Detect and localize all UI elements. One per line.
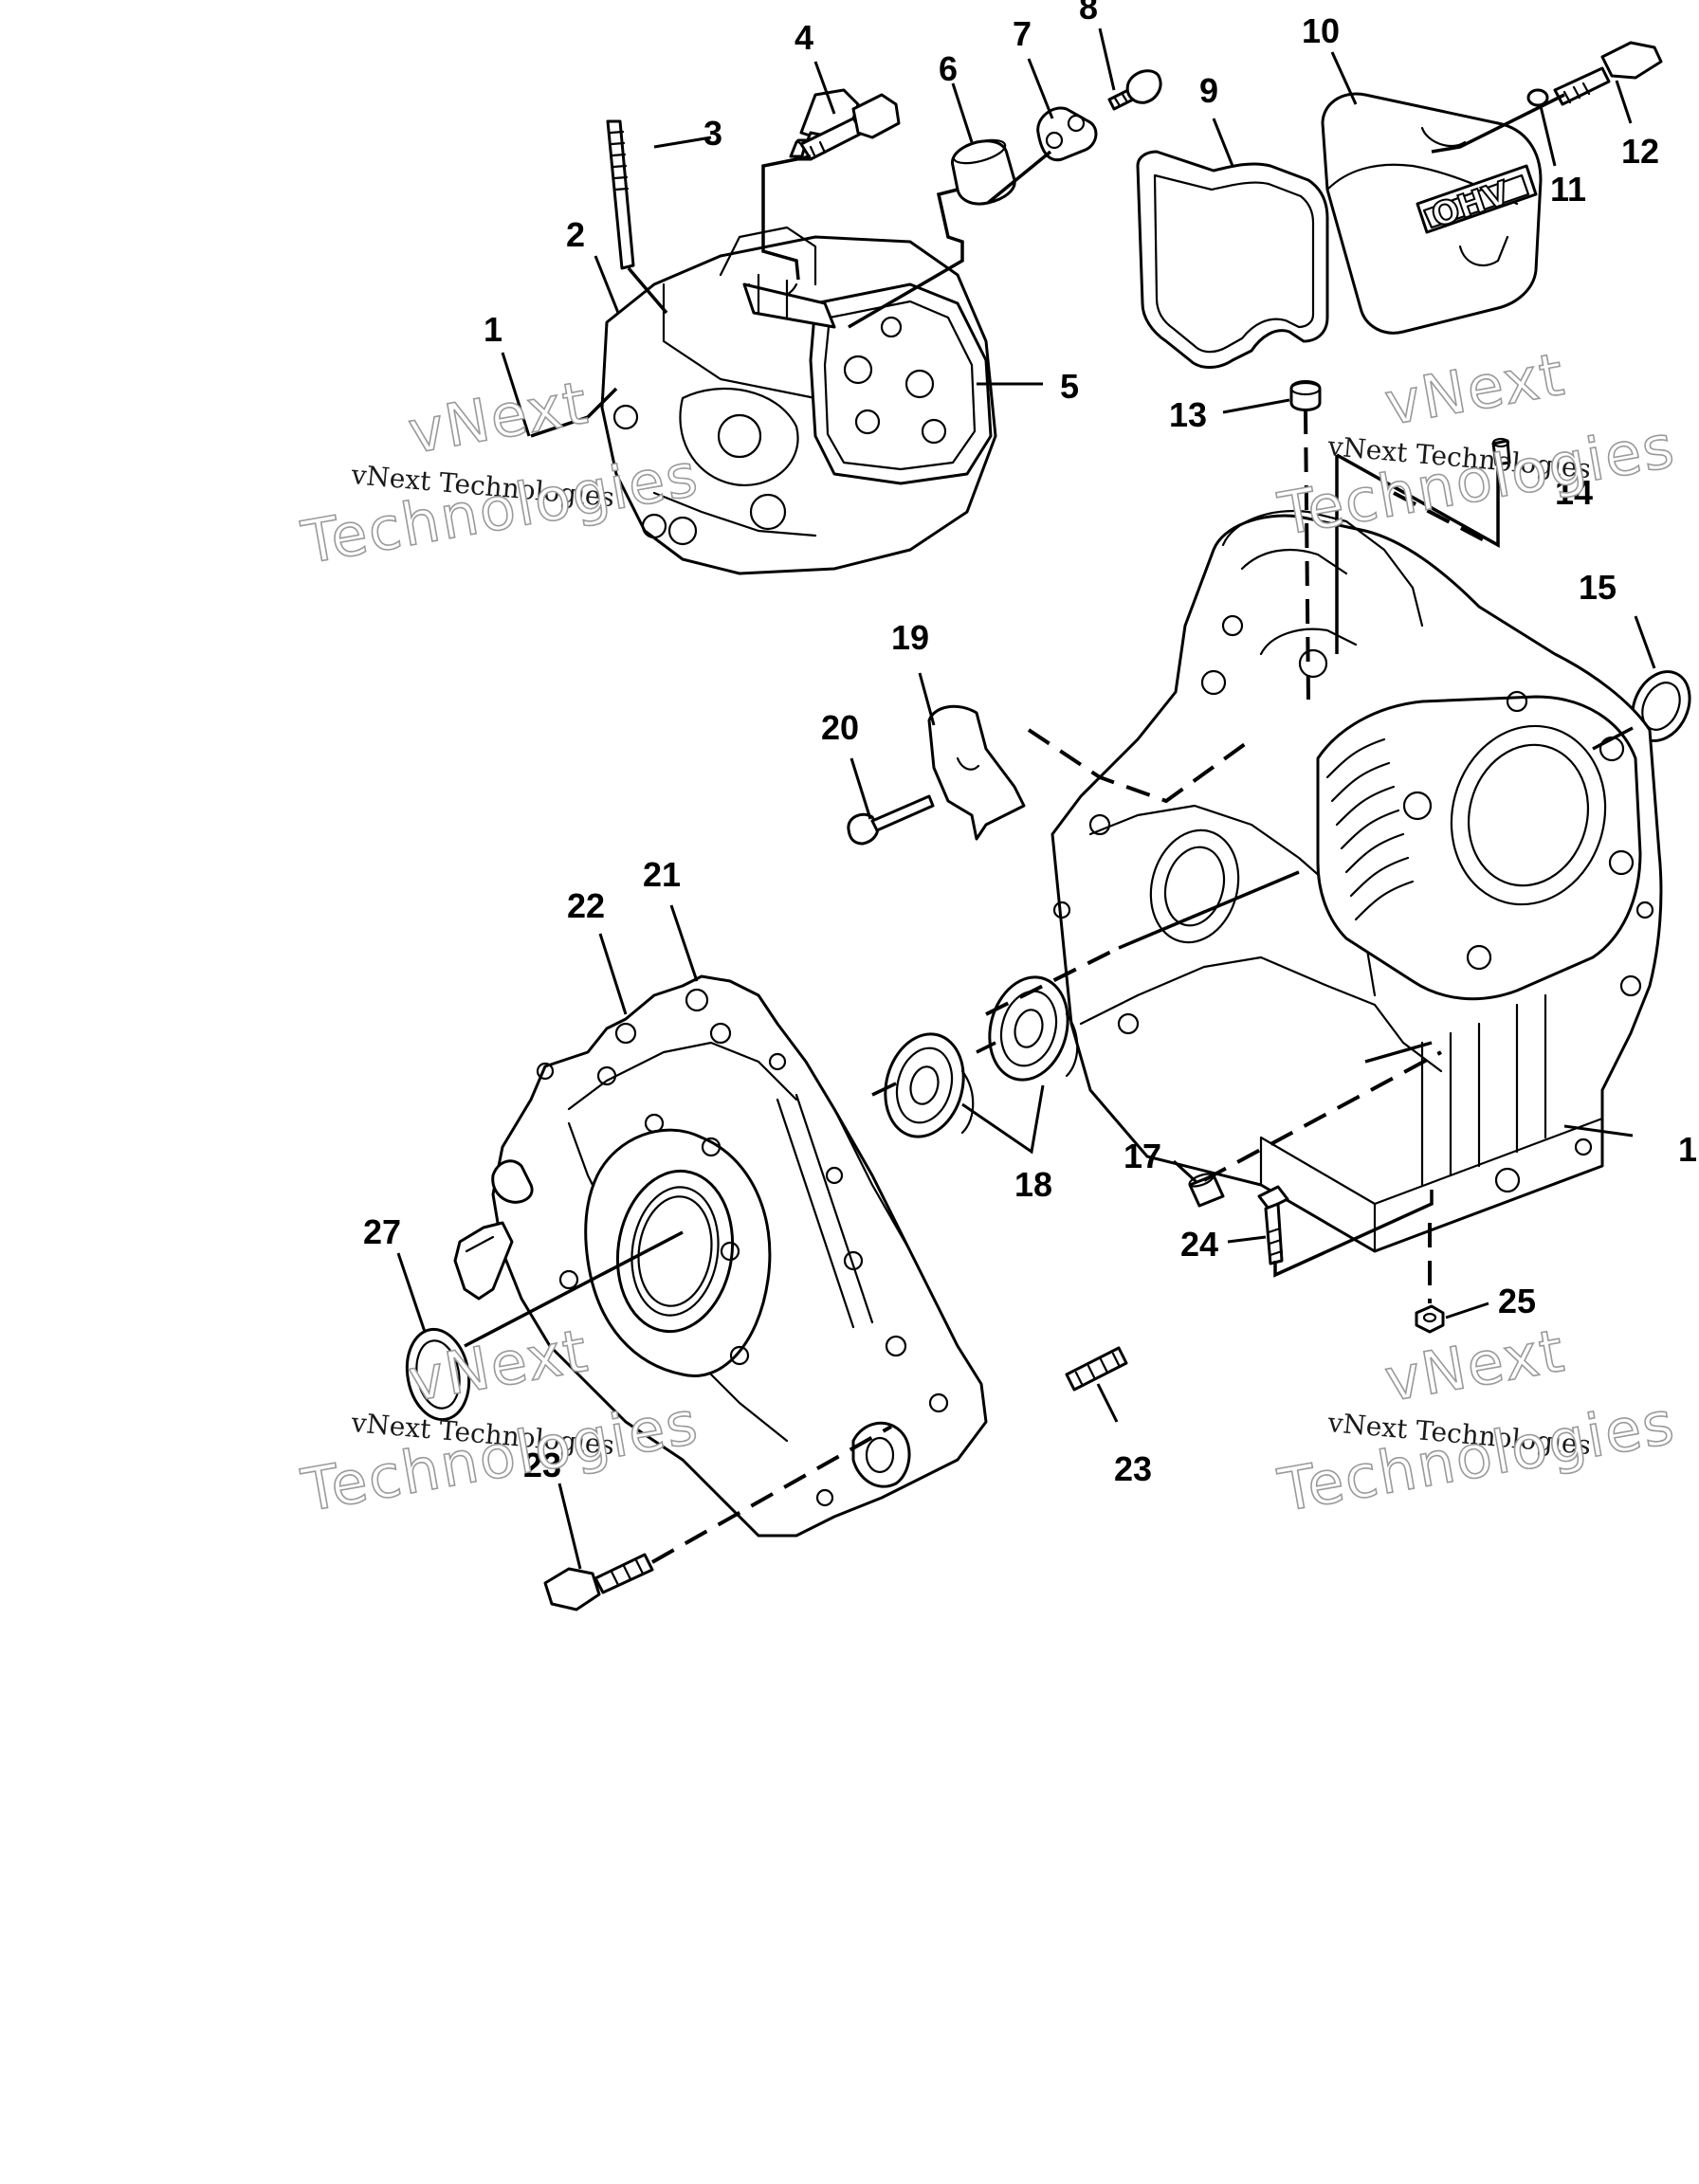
label-24: 24 [1180,1225,1218,1264]
watermark-big-line1: vNext [1379,339,1570,439]
label-23-bolt: 23 [523,1446,561,1484]
label-13: 13 [1169,395,1207,434]
crankcase-cover[interactable] [453,974,988,1538]
label-9: 9 [1199,71,1218,110]
leader-lines [396,27,1656,1570]
screw-20[interactable] [847,794,935,846]
watermark: vNext Technologies vNext Technologies [1272,1315,1681,1526]
base-bolt-24[interactable] [1257,1185,1289,1265]
label-3: 3 [703,114,722,153]
dowel-pin-13[interactable] [1289,380,1322,411]
bearing-inner[interactable] [978,969,1079,1089]
label-5: 5 [1060,367,1079,406]
screw-8[interactable] [1107,69,1162,111]
bearing-outer[interactable] [874,1026,975,1146]
rocker-arm[interactable] [742,273,836,329]
watermark-big-line1: vNext [1379,1316,1570,1415]
stud[interactable] [606,119,635,270]
label-15: 15 [1579,568,1617,607]
rocker-plate[interactable] [809,282,993,485]
part-labels: 1 2 3 4 5 6 7 8 9 10 11 12 13 14 15 1 17… [363,0,1697,1488]
label-8: 8 [1079,0,1098,27]
bolt-4[interactable] [799,93,901,161]
breather-bracket[interactable] [1036,106,1098,162]
label-23-stud: 23 [1114,1449,1152,1488]
label-11: 11 [1550,170,1586,209]
label-10: 10 [1302,11,1340,50]
baffle-plate[interactable] [927,704,1026,841]
label-22: 22 [567,886,605,925]
label-7: 7 [1013,14,1032,53]
label-1: 1 [484,310,502,349]
base-nut-25[interactable] [1415,1304,1445,1334]
assembly-lines [464,93,1634,1564]
valve-cover-gasket[interactable] [1136,150,1329,369]
label-25: 25 [1498,1282,1536,1320]
guide-sleeve[interactable] [950,136,1016,206]
label-18: 18 [1014,1165,1052,1204]
label-2: 2 [566,215,585,254]
o-ring[interactable] [1526,88,1549,107]
dowel-pin-17[interactable] [1188,1172,1225,1208]
watermark: vNext Technologies vNext Technologies [1272,338,1681,550]
label-19: 19 [891,618,929,657]
watermark-big-line1: vNext [403,368,594,467]
label-14: 14 [1555,473,1593,512]
oil-seal-27[interactable] [400,1324,476,1425]
label-12: 12 [1621,132,1659,171]
label-27: 27 [363,1212,401,1251]
label-21: 21 [643,855,681,894]
label-16: 1 [1678,1130,1697,1169]
label-20: 20 [821,708,859,747]
valve-cover[interactable]: OHV [1321,92,1543,335]
label-17: 17 [1124,1137,1161,1175]
cover-bolt-23[interactable] [543,1553,654,1611]
label-6: 6 [939,49,958,88]
cover-bolt[interactable] [1553,41,1663,106]
label-4: 4 [795,18,813,57]
stud-23[interactable] [1065,1346,1128,1392]
crankcase[interactable] [1050,510,1663,1253]
